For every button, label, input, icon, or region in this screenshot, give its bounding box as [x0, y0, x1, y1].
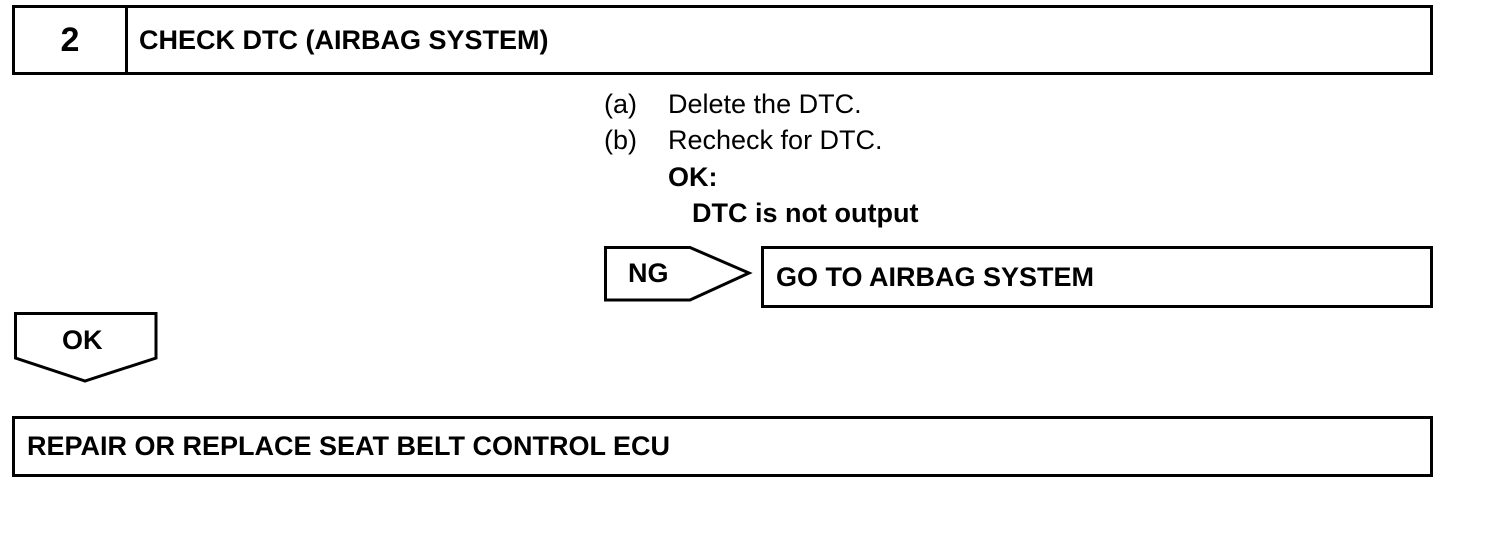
ok-condition: DTC is not output — [692, 198, 919, 228]
step-title: CHECK DTC (AIRBAG SYSTEM) — [139, 24, 549, 55]
instruction-b-text: Recheck for DTC. — [668, 125, 883, 155]
step-number: 2 — [15, 8, 128, 72]
ng-arrow-shape — [604, 246, 753, 302]
final-step-text: REPAIR OR REPLACE SEAT BELT CONTROL ECU — [27, 431, 671, 461]
ng-label: NG — [628, 258, 669, 288]
ng-result-box: GO TO AIRBAG SYSTEM — [761, 246, 1433, 308]
ng-result-text: GO TO AIRBAG SYSTEM — [776, 261, 1095, 292]
final-step-box: REPAIR OR REPLACE SEAT BELT CONTROL ECU — [12, 416, 1433, 477]
instruction-a-label: (a) — [604, 89, 637, 119]
instruction-b-label: (b) — [604, 125, 637, 155]
ok-heading: OK: — [668, 162, 718, 192]
step-header: 2 CHECK DTC (AIRBAG SYSTEM) — [12, 5, 1433, 75]
ok-arrow-shape — [14, 312, 158, 383]
instruction-a-text: Delete the DTC. — [668, 89, 862, 119]
ok-label: OK — [62, 325, 103, 355]
